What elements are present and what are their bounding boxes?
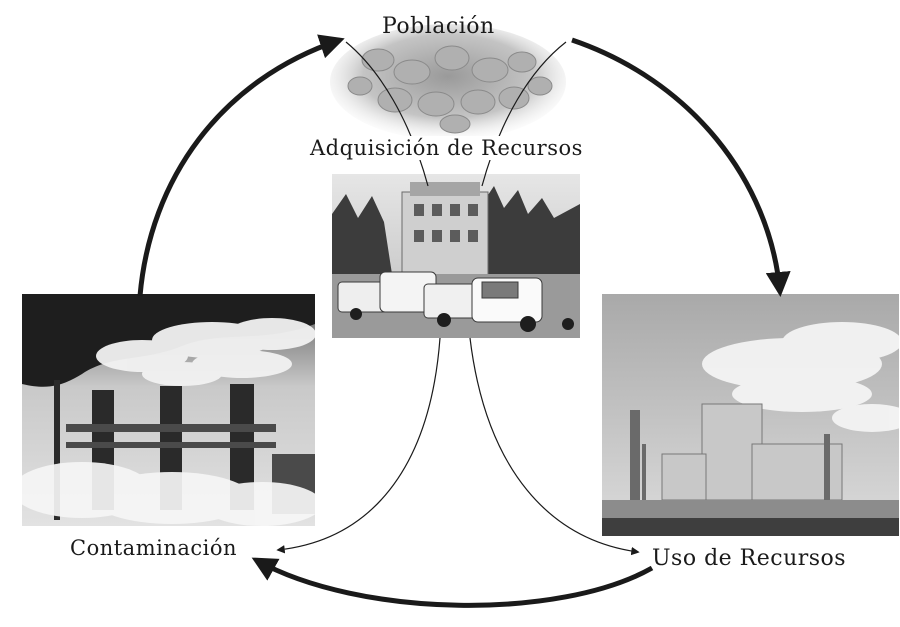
node-label-adquisicion: Adquisición de Recursos <box>308 136 585 160</box>
resource-acquisition-photo <box>332 174 580 338</box>
arrow-uso-to-contaminacion <box>251 557 654 608</box>
node-label-contaminacion: Contaminación <box>70 536 238 560</box>
node-label-poblacion: Población <box>382 14 495 39</box>
link-poblacion-to-adquisicion-right <box>481 41 567 187</box>
arrow-contaminacion-to-poblacion <box>137 34 345 297</box>
arrow-poblacion-to-uso <box>571 37 791 297</box>
arrow-adquisicion-to-contaminacion <box>276 337 441 554</box>
resource-use-plant-photo <box>602 294 899 536</box>
node-label-uso: Uso de Recursos <box>652 546 847 571</box>
arrow-adquisicion-to-uso <box>469 337 640 556</box>
link-poblacion-to-adquisicion-left <box>345 41 429 187</box>
pollution-smokestacks-photo <box>22 294 315 526</box>
